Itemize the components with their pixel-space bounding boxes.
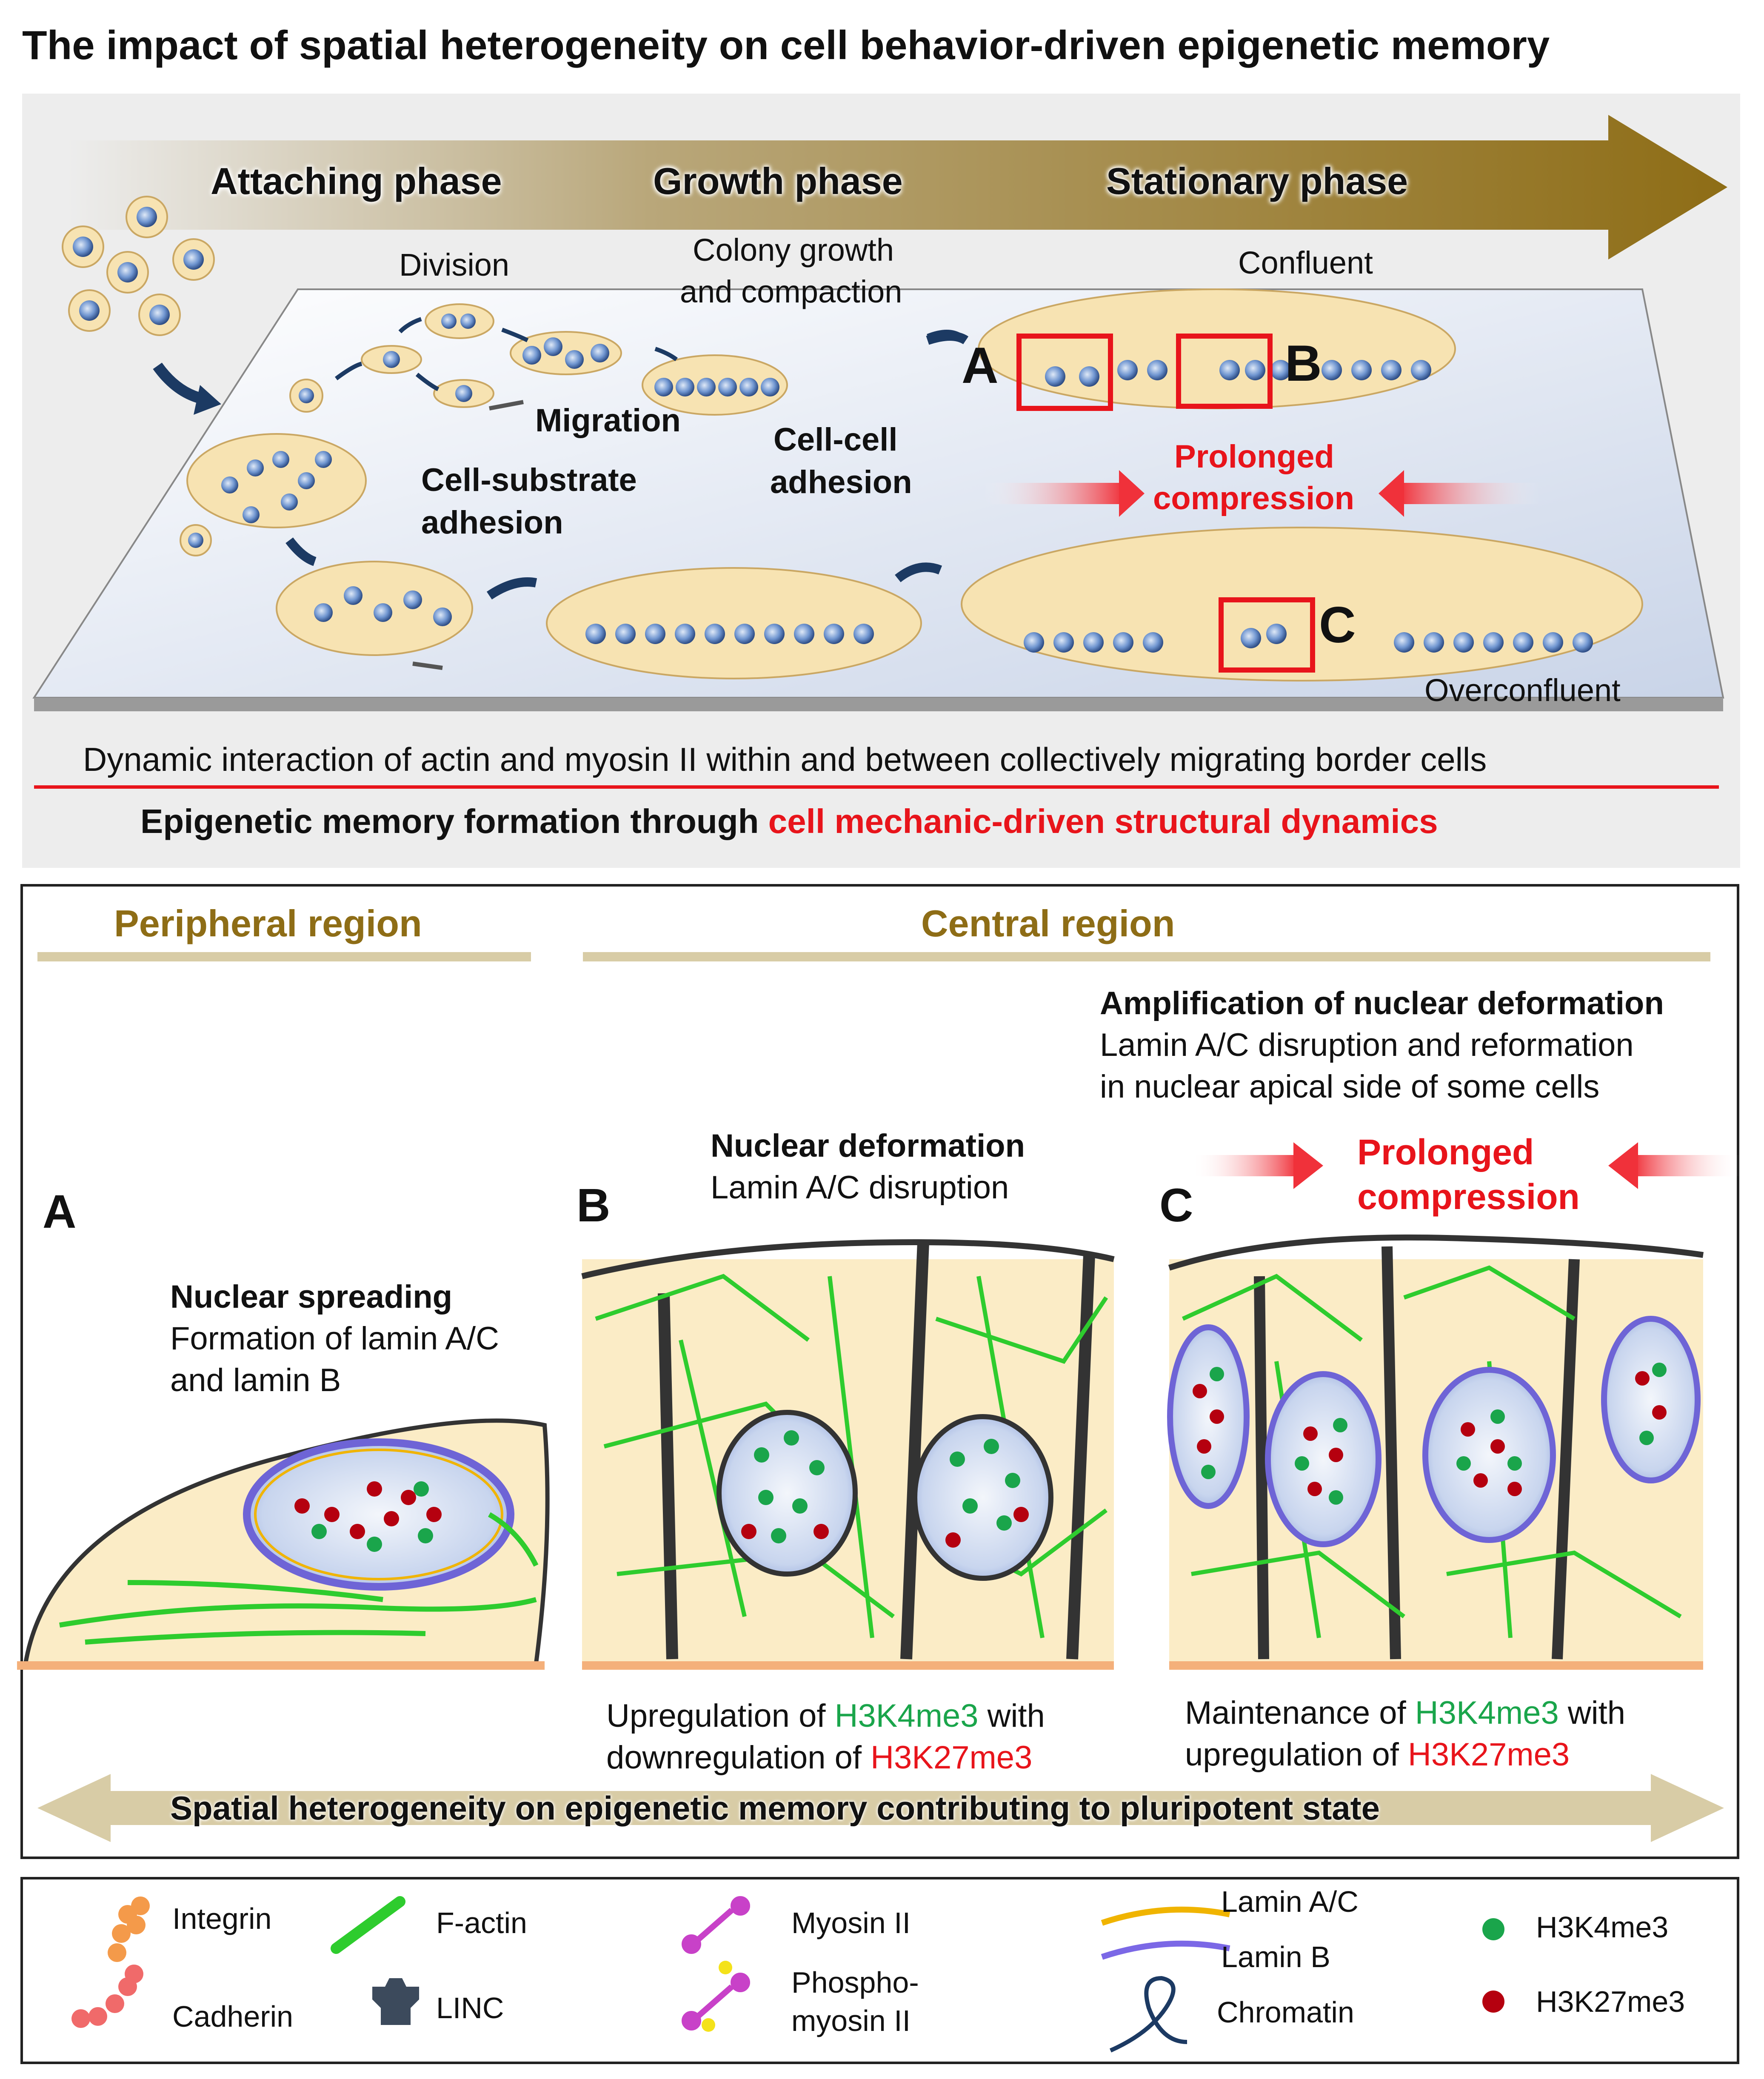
h3k4me3-dot-icon [1482,1918,1504,1940]
a-line-2: and lamin B [170,1362,341,1398]
lower-path-cells [180,288,1643,682]
b-title: Nuclear deformation [711,1128,1025,1164]
caption-divider [34,785,1719,789]
amplification-line-2: in nuclear apical side of some cells [1100,1069,1600,1105]
label-overconfluent: Overconfluent [1424,673,1621,708]
c-prolonged-1: Prolonged [1357,1132,1534,1172]
phase-label-growth: Growth phase [653,160,903,202]
figure-title: The impact of spatial heterogeneity on c… [22,23,1550,68]
myosin-icon [682,1896,750,1954]
panel-letter-b: B [577,1179,611,1232]
caption-line-1: Dynamic interaction of actin and myosin … [83,741,1487,778]
c-caption-2: upregulation of H3K27me3 [1185,1737,1570,1773]
peripheral-region-title: Peripheral region [114,902,422,944]
f-actin-icon [331,1896,405,1954]
label-cell-substrate-2: adhesion [421,505,563,541]
label-cell-cell-1: Cell-cell [774,422,898,458]
a-line-1: Formation of lamin A/C [170,1320,499,1357]
floating-cells [62,196,221,415]
bottom-double-arrow [37,1774,1724,1842]
amplification-line-1: Lamin A/C disruption and reformation [1100,1027,1634,1063]
b-line-1: Lamin A/C disruption [711,1169,1009,1206]
legend-label-linc: LINC [436,1991,504,2025]
amplification-title: Amplification of nuclear deformation [1100,985,1664,1021]
label-cell-cell-2: adhesion [770,464,912,500]
legend-label-myosin: Myosin II [791,1906,911,1939]
lamin-b-icon [1101,1940,1230,1960]
legend-label-phospho-2: myosin II [791,2004,911,2037]
label-cell-substrate-1: Cell-substrate [421,462,637,498]
legend-label-h3k4me3: H3K4me3 [1536,1911,1669,1944]
label-colony-growth-1: Colony growth [693,232,894,268]
label-division: Division [399,247,510,282]
linc-icon [372,1978,419,2025]
phase-arrow [68,115,1727,260]
bottom-arrow-label: Spatial heterogeneity on epigenetic memo… [170,1789,1380,1827]
phase-label-stationary: Stationary phase [1106,160,1408,202]
label-confluent: Confluent [1238,245,1373,280]
label-colony-growth-2: and compaction [680,274,902,309]
label-migration: Migration [535,402,681,439]
b-caption-2: downregulation of H3K27me3 [606,1740,1033,1776]
panel-letter-c: C [1159,1179,1193,1232]
cadherin-icon [71,1965,143,2028]
phospho-myosin-icon [682,1961,750,2032]
cell-b-illustration [581,1239,1115,1670]
box-letter-a: A [962,337,999,394]
a-title: Nuclear spreading [170,1279,453,1315]
label-prolonged-top-1: Prolonged [1174,439,1334,475]
lamin-ac-icon [1101,1906,1230,1926]
legend-label-f-actin: F-actin [436,1906,527,1939]
legend-label-phospho-1: Phospho- [791,1966,919,1999]
legend-label-h3k27me3: H3K27me3 [1536,1985,1685,2018]
legend-panel [20,1877,1739,2064]
phase-label-attaching: Attaching phase [211,160,502,202]
region-underlines [37,952,1710,961]
legend-label-chromatin: Chromatin [1217,1996,1354,2029]
top-compression-arrows [983,470,1540,517]
panel-letter-a: A [43,1186,77,1238]
legend-label-lamin-ac: Lamin A/C [1221,1885,1359,1918]
caption-line-2: Epigenetic memory formation through cell… [140,802,1438,840]
legend-label-cadherin: Cadherin [172,2000,294,2033]
region-boxes [1016,334,1315,673]
box-letter-b: B [1285,335,1322,392]
b-caption-1: Upregulation of H3K4me3 with [606,1698,1045,1734]
c-prolonged-2: compression [1357,1177,1580,1217]
legend-label-lamin-b: Lamin B [1221,1940,1330,1973]
box-letter-c: C [1319,596,1356,653]
chromatin-icon [1109,1976,1187,2053]
cell-a-illustration [17,1418,550,1670]
h3k27me3-dot-icon [1482,1991,1504,2013]
cell-c-illustration [1167,1142,1740,1670]
legend-label-integrin: Integrin [172,1902,272,1935]
upper-path-cells [289,303,963,416]
label-prolonged-top-2: compression [1153,480,1355,516]
c-caption-1: Maintenance of H3K4me3 with [1185,1695,1626,1731]
central-region-title: Central region [921,902,1175,944]
integrin-icon [108,1896,150,1962]
